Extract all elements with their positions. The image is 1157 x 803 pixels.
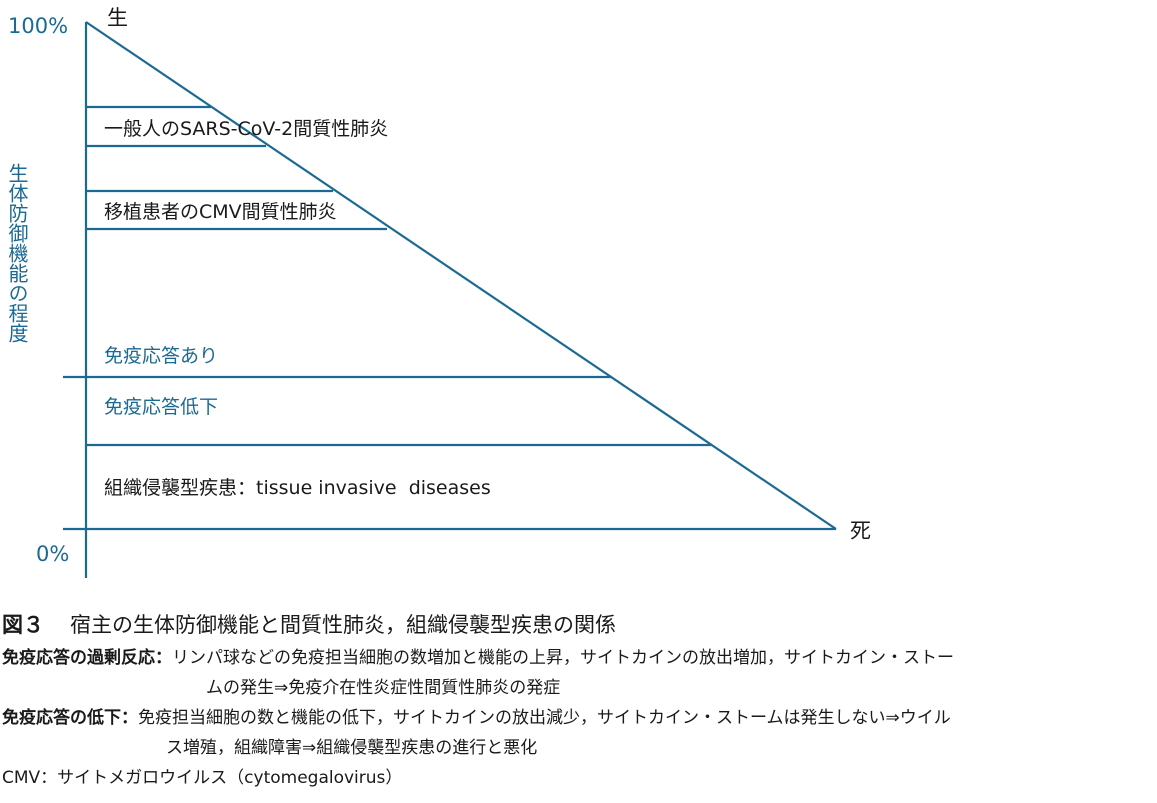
note-reduced-text-cont: ス増殖，組織障害⇒組織侵襲型疾患の進行と悪化 bbox=[166, 738, 538, 758]
note-overreaction-term: 免疫応答の過剰反応： bbox=[2, 648, 172, 668]
triangle-hypotenuse bbox=[85, 21, 837, 530]
y-bottom-label: 0% bbox=[36, 542, 69, 566]
figure-caption-title: 図３ 宿主の生体防御機能と間質性肺炎，組織侵襲型疾患の関係 bbox=[2, 611, 616, 639]
immune-response-present-label: 免疫応答あり bbox=[104, 345, 218, 367]
cmv-band-label: 移植患者のCMV間質性肺炎 bbox=[104, 201, 337, 223]
note-overreaction-text-cont: ムの発生⇒免疫介在性炎症性間質性肺炎の発症 bbox=[206, 678, 561, 698]
note-reduced-line1: 免疫応答の低下：免疫担当細胞の数と機能の低下，サイトカインの放出減少，サイトカイ… bbox=[2, 706, 951, 730]
immune-defense-diagram: 100% 0% 生 死 生体防御機能の程度 一般人のSARS-CoV-2間質性肺… bbox=[5, 6, 871, 578]
cmv-abbreviation-text: CMV：サイトメガロウイルス（cytomegalovirus） bbox=[2, 768, 403, 788]
note-reduced-text: 免疫担当細胞の数と機能の低下，サイトカインの放出減少，サイトカイン・ストームは発… bbox=[138, 708, 951, 728]
note-overreaction-line1: 免疫応答の過剰反応：リンパ球などの免疫担当細胞の数増加と機能の上昇，サイトカイン… bbox=[2, 646, 954, 670]
invasive-disease-label: 組織侵襲型疾患：tissue invasive diseases bbox=[104, 477, 491, 499]
note-reduced-term: 免疫応答の低下： bbox=[2, 708, 138, 728]
y-axis-title: 生体防御機能の程度 bbox=[5, 163, 29, 343]
life-label: 生 bbox=[107, 6, 128, 30]
note-overreaction-line2: ムの発生⇒免疫介在性炎症性間質性肺炎の発症 bbox=[206, 676, 560, 700]
sars-band-label: 一般人のSARS-CoV-2間質性肺炎 bbox=[104, 118, 388, 140]
immune-response-reduced-label: 免疫応答低下 bbox=[104, 396, 218, 418]
note-reduced-line2: ス増殖，組織障害⇒組織侵襲型疾患の進行と悪化 bbox=[166, 736, 537, 760]
death-label: 死 bbox=[850, 519, 871, 543]
cmv-abbreviation-note: CMV：サイトメガロウイルス（cytomegalovirus） bbox=[2, 766, 402, 790]
figure-number: 図３ bbox=[2, 613, 44, 637]
y-top-label: 100% bbox=[8, 14, 68, 38]
note-overreaction-text: リンパ球などの免疫担当細胞の数増加と機能の上昇，サイトカインの放出増加，サイトカ… bbox=[172, 648, 954, 668]
figure-title: 宿主の生体防御機能と間質性肺炎，組織侵襲型疾患の関係 bbox=[70, 613, 616, 637]
